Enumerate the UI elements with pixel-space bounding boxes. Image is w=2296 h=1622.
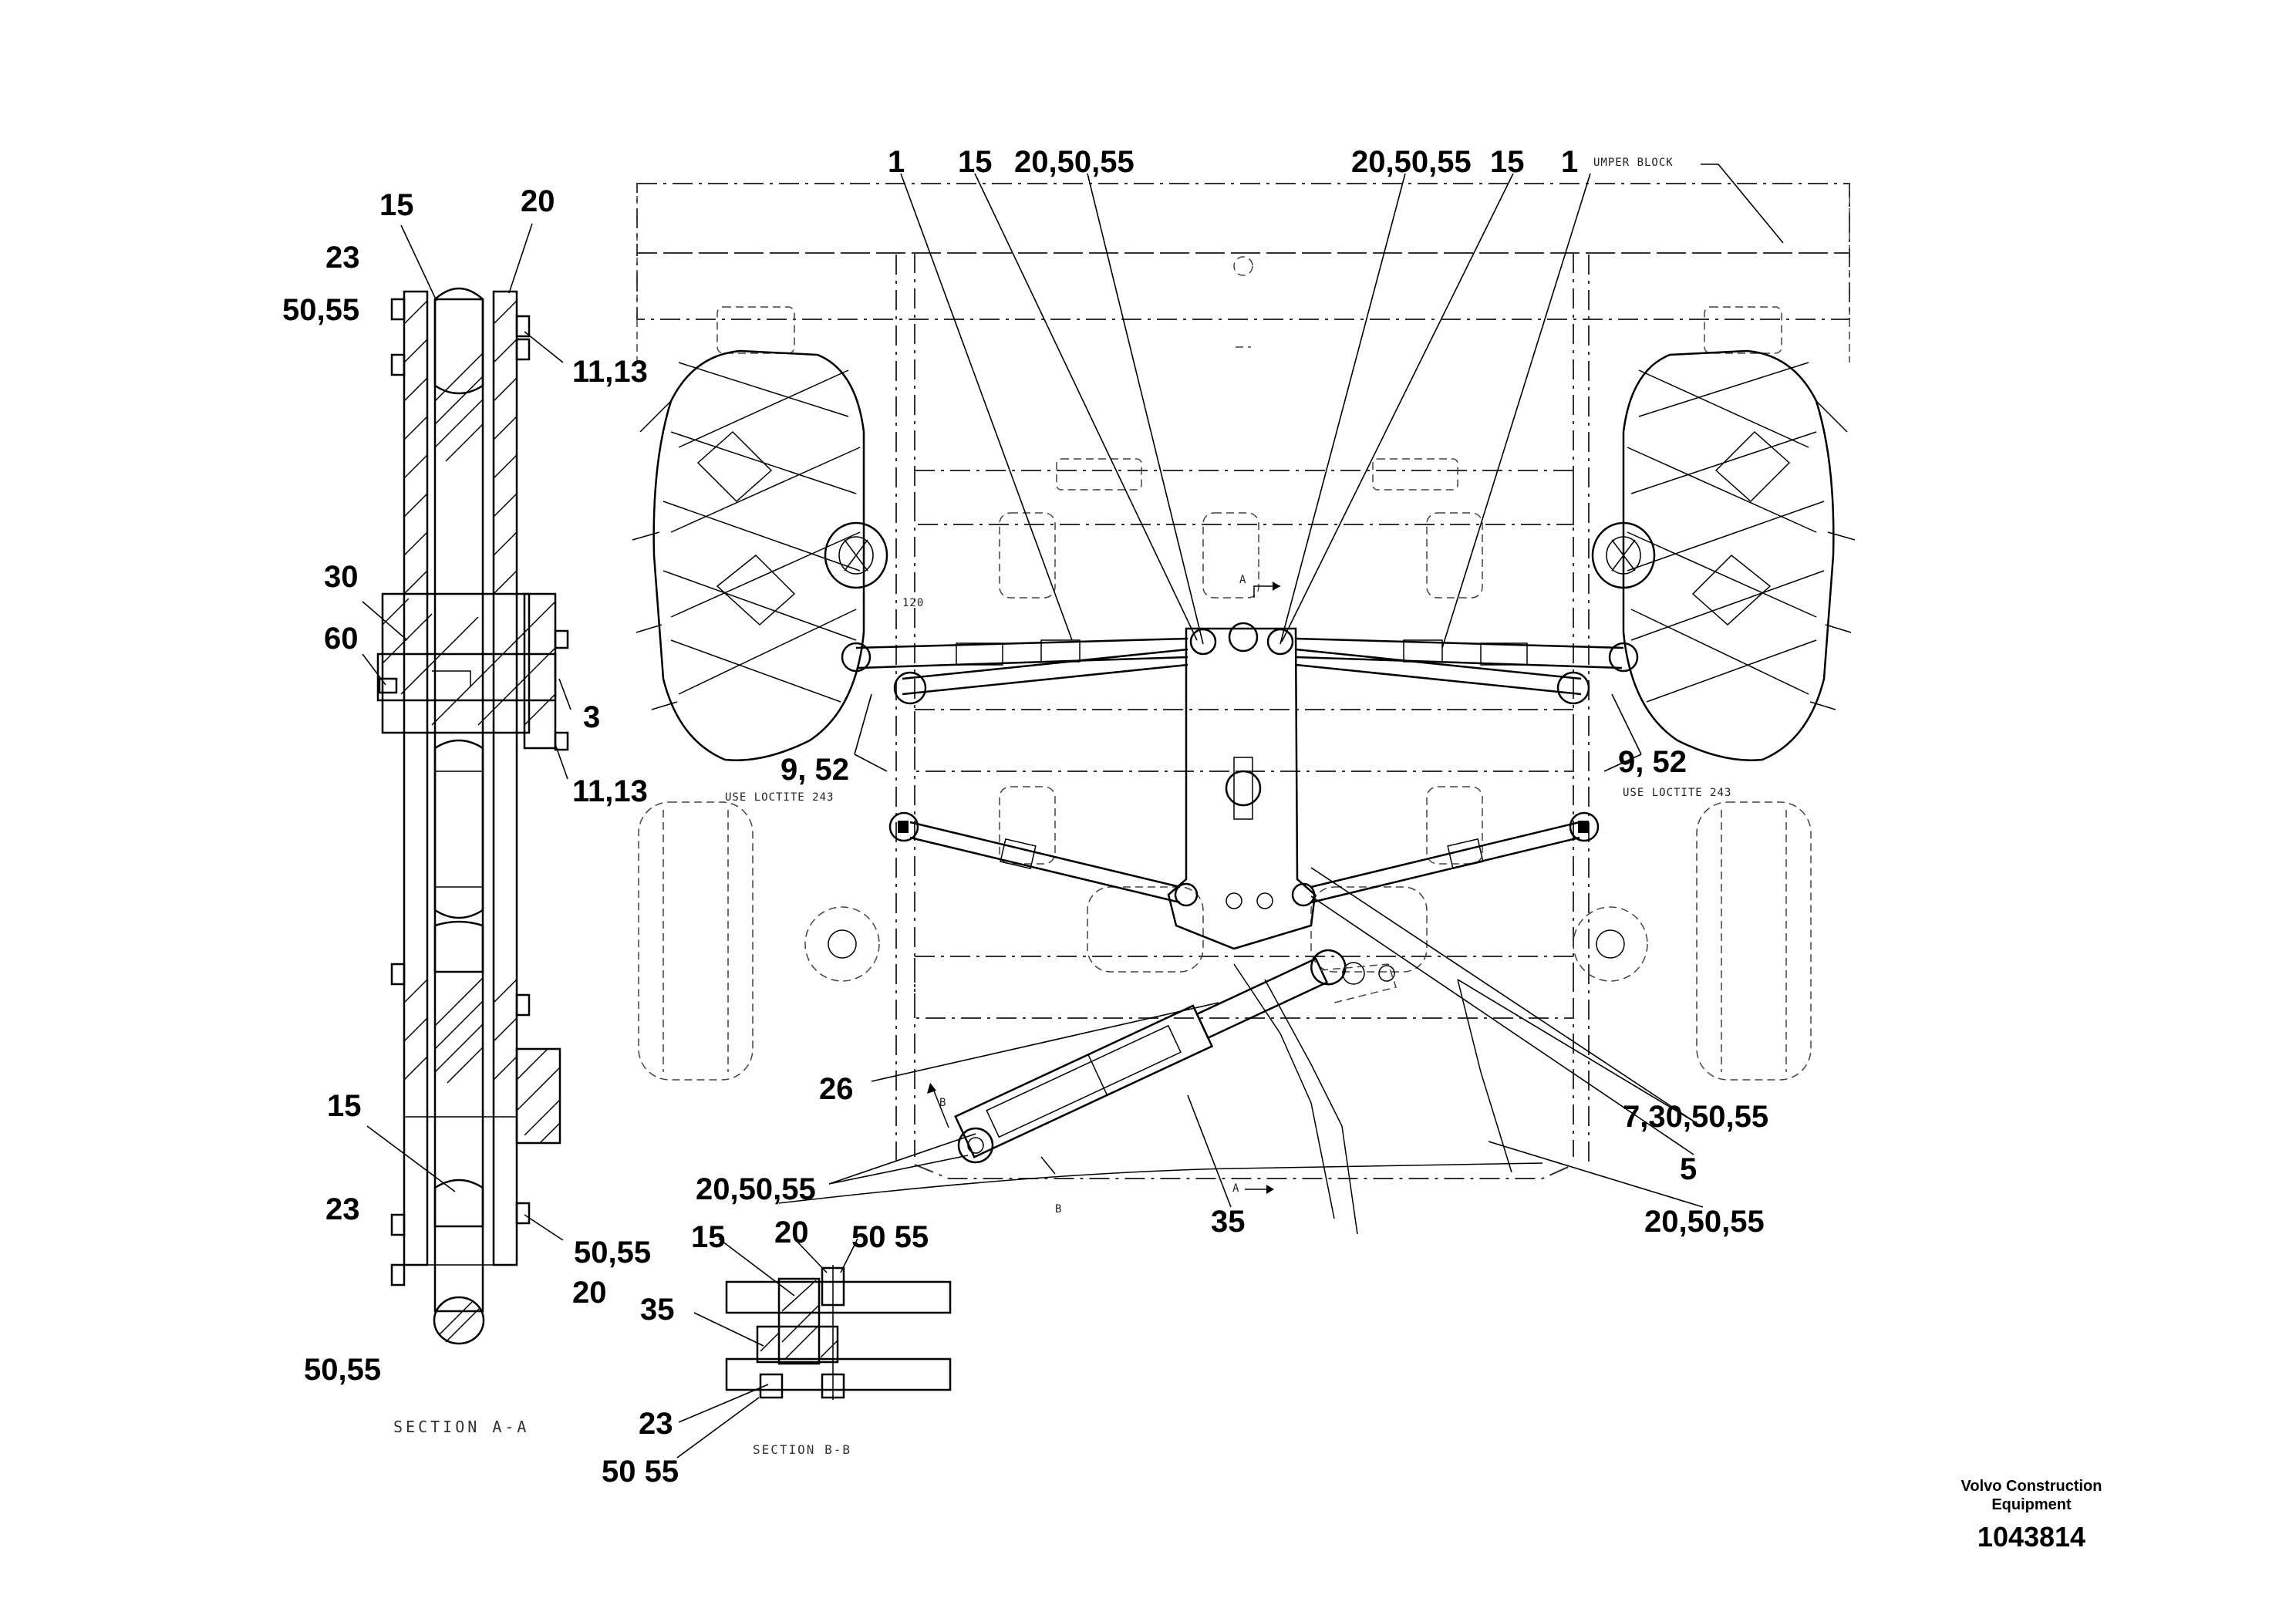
callout-b-15: 15 xyxy=(691,1220,726,1254)
callout-15-left: 15 xyxy=(958,145,993,179)
steering-cylinder xyxy=(954,949,1397,1164)
front-right-wheel xyxy=(1591,349,1856,761)
drag-link-right xyxy=(1310,811,1600,904)
hydraulic-line xyxy=(1457,979,1512,1173)
note-view-b-left: B xyxy=(939,1097,947,1109)
rear-left-wheel xyxy=(638,801,880,1081)
callout-20-50-55-lower-left: 20,50,55 xyxy=(696,1172,816,1206)
section-b-b-view xyxy=(725,1265,952,1400)
callout-a-20-bottom: 20 xyxy=(572,1276,607,1310)
callout-20-50-55-lower-right: 20,50,55 xyxy=(1644,1205,1765,1239)
callout-35: 35 xyxy=(1211,1205,1246,1239)
drawing-number: 1043814 xyxy=(1977,1521,2086,1553)
section-a-a-view xyxy=(376,287,569,1345)
callout-b-50-55-top: 50 55 xyxy=(851,1220,929,1254)
callout-a-15-top: 15 xyxy=(379,188,414,222)
callout-b-23: 23 xyxy=(639,1407,673,1441)
callout-b-20: 20 xyxy=(774,1216,809,1249)
tie-rod-left xyxy=(841,637,1188,705)
callout-20-50-55-right: 20,50,55 xyxy=(1351,145,1472,179)
hydraulic-line xyxy=(1233,963,1335,1219)
tie-rod-right xyxy=(1295,637,1639,705)
callout-a-60: 60 xyxy=(324,622,359,656)
section-a-marker xyxy=(1253,585,1280,598)
callout-9-52-left: 9, 52 xyxy=(781,753,849,787)
chassis-frame-outline xyxy=(636,183,1850,1204)
callout-1-left: 1 xyxy=(888,145,905,179)
note-loctite-right: USE LOCTITE 243 xyxy=(1623,787,1732,799)
section-a-arrow xyxy=(1266,1185,1274,1194)
publisher-name-line2: Equipment xyxy=(1991,1496,2072,1513)
callout-b-35: 35 xyxy=(640,1293,675,1327)
callout-26: 26 xyxy=(819,1072,854,1106)
callout-a-50-55-top: 50,55 xyxy=(282,293,360,327)
publisher-name-line1: Volvo Construction xyxy=(1961,1478,2102,1495)
central-steering-arm xyxy=(1167,622,1317,950)
jumper-block-leader xyxy=(1701,164,1784,244)
hydraulic-line xyxy=(1264,979,1358,1235)
note-view-a-bottom: A xyxy=(1232,1182,1240,1195)
note-loctite-left: USE LOCTITE 243 xyxy=(725,791,834,804)
front-left-wheel xyxy=(632,349,888,761)
callout-a-3: 3 xyxy=(583,700,601,734)
note-view-a-top: A xyxy=(1239,574,1247,586)
callout-leaders-section-b xyxy=(676,1238,858,1458)
callout-a-20-top: 20 xyxy=(521,184,555,218)
callout-7-30-50-55: 7,30,50,55 xyxy=(1623,1100,1769,1134)
callout-a-15-bottom: 15 xyxy=(327,1089,362,1123)
drag-link-left xyxy=(888,811,1181,904)
callout-9-52-right: 9, 52 xyxy=(1618,745,1687,779)
callout-15-right: 15 xyxy=(1490,145,1525,179)
callout-a-23-bottom: 23 xyxy=(325,1192,360,1226)
callout-a-50-55-right: 50,55 xyxy=(574,1236,652,1270)
callout-leaders-main xyxy=(828,173,1704,1208)
callout-b-50-55-bottom: 50 55 xyxy=(602,1455,679,1489)
section-b-arrow xyxy=(927,1083,936,1094)
callout-a-23-top: 23 xyxy=(325,241,360,275)
rear-right-wheel xyxy=(1573,801,1812,1081)
callout-leaders-section-a xyxy=(362,223,571,1241)
section-a-arrow xyxy=(1273,582,1280,591)
note-view-b-bottom: B xyxy=(1055,1203,1063,1216)
callout-a-11-13-top: 11,13 xyxy=(572,355,648,389)
section-a-a-title: SECTION A-A xyxy=(393,1418,530,1436)
callout-1-right: 1 xyxy=(1561,145,1579,179)
callout-20-50-55-left: 20,50,55 xyxy=(1014,145,1135,179)
section-b-marker xyxy=(932,1088,949,1128)
note-jumper-block: UMPER BLOCK xyxy=(1593,157,1674,169)
note-dim-120: 120 xyxy=(902,597,925,609)
section-b-b-title: SECTION B-B xyxy=(753,1442,851,1457)
callout-a-50-55-bottom: 50,55 xyxy=(304,1353,382,1387)
section-b-marker xyxy=(1040,1156,1056,1175)
callout-5: 5 xyxy=(1680,1152,1698,1186)
callout-a-30: 30 xyxy=(324,560,359,594)
callout-a-11-13-mid: 11,13 xyxy=(572,774,648,808)
